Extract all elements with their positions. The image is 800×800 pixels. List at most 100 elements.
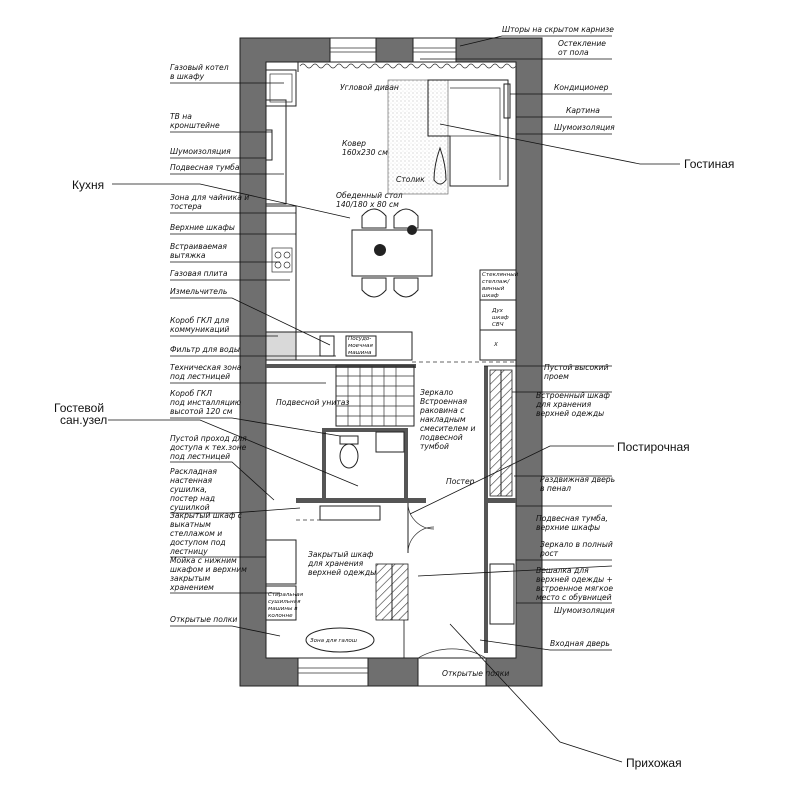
room-title-kitchen: Кухня: [72, 178, 104, 192]
left-label-dryer-3: сушилка,: [170, 485, 207, 494]
right-label-sliding-2: в пенал: [540, 484, 571, 493]
right-label-entry-door: Входная дверь: [550, 639, 610, 648]
dishwasher-label-1: Посудо-: [348, 336, 371, 342]
right-label-glazing-1: Остекление: [558, 39, 606, 48]
living-room-furniture: [265, 69, 511, 298]
right-label-hanger-4: место с обувницей: [536, 593, 612, 602]
right-annotations: Шторы на скрытом карнизе Остекление от п…: [417, 25, 615, 651]
left-label-upper-cabinets: Верхние шкафы: [170, 223, 235, 232]
poster-label: Постер: [446, 477, 475, 486]
right-label-built-in-1: Встроенный шкаф: [536, 391, 610, 400]
room-title-laundry: Постирочная: [617, 440, 690, 454]
tall-cabinet-label-1: Дух: [491, 308, 504, 314]
washer-label-3: машины в: [268, 606, 298, 612]
partitions: [265, 364, 516, 658]
left-label-tech-zone-2: под лестницей: [170, 372, 230, 381]
left-label-install-box-3: высотой 120 см: [170, 407, 233, 416]
closed-wardrobe-label-1: Закрытый шкаф: [308, 550, 374, 559]
dishwasher-label-3: машина: [348, 350, 372, 356]
corner-sofa-label: Угловой диван: [340, 83, 399, 92]
right-label-curtains: Шторы на скрытом карнизе: [502, 25, 614, 34]
left-label-closed-cab-4: доступом под: [169, 538, 226, 547]
right-label-built-in-3: верхней одежды: [536, 409, 604, 418]
room-title-hall: Прихожая: [626, 756, 682, 770]
left-label-closed-cab-3: стеллажом и: [170, 529, 222, 538]
left-label-boiler-1: Газовый котел: [170, 63, 229, 72]
right-label-high-opening-2: проем: [544, 372, 569, 381]
right-label-built-in-2: для хранения: [535, 400, 592, 409]
room-titles: Гостиная Кухня Гостевой сан.узел Постиро…: [54, 123, 734, 770]
dishwasher-label-2: моечная: [348, 343, 373, 349]
tall-cabinet-label-2: шкаф: [492, 315, 509, 321]
left-label-gkl-box-2: коммуникаций: [170, 325, 229, 334]
left-label-passage-1: Пустой проход для: [170, 434, 247, 443]
right-label-noise-bottom: Шумоизоляция: [554, 606, 615, 615]
left-label-closed-cab-5: лестницу: [169, 547, 208, 556]
left-label-closed-cab-1: Закрытый шкаф с: [170, 511, 243, 520]
coffee-table-label: Столик: [396, 175, 425, 184]
left-label-closed-cab-2: выкатным: [170, 520, 211, 529]
left-label-hanging-unit: Подвесная тумба: [170, 163, 240, 172]
right-label-hanging-unit-1: Подвесная тумба,: [536, 514, 608, 523]
right-label-glazing-2: от пола: [558, 48, 589, 57]
right-label-noise-top: Шумоизоляция: [554, 123, 615, 132]
left-label-gkl-box-1: Короб ГКЛ для: [170, 316, 229, 325]
right-label-mirror-2: рост: [539, 549, 559, 558]
room-title-guest-wc-1: Гостевой: [54, 401, 104, 415]
left-label-kettle-1: Зона для чайника и: [170, 193, 249, 202]
plan-labels: Угловой диван Ковер 160х230 см Столик Об…: [268, 83, 519, 678]
kitchen-furniture: [265, 205, 517, 363]
right-label-hanging-unit-2: верхние шкафы: [536, 523, 600, 532]
glass-cabinet-label-3: винный: [482, 286, 505, 292]
mirror-label-5: смесителем и: [420, 424, 475, 433]
right-label-high-opening-1: Пустой высокий: [544, 363, 609, 372]
left-label-sink-2: шкафом и верхним: [170, 565, 247, 574]
mirror-label-3: раковина с: [419, 406, 465, 415]
left-label-tv-2: кронштейне: [170, 121, 220, 130]
carpet-label-2: 160х230 см: [342, 148, 388, 157]
left-label-sink-1: Мойка с нижним: [170, 556, 237, 565]
right-label-mirror-1: Зеркало в полный: [540, 540, 613, 549]
tall-cabinet-label-3: СВЧ: [492, 322, 504, 328]
glass-cabinet-label-4: шкаф: [482, 293, 499, 299]
mirror-label-4: накладным: [420, 415, 466, 424]
left-label-tv-1: ТВ на: [170, 112, 192, 121]
left-annotations: Газовый котел в шкафу ТВ на кронштейне Ш…: [169, 63, 341, 637]
closed-wardrobe-label-2: для хранения: [307, 559, 364, 568]
left-label-hood-2: вытяжка: [170, 251, 206, 260]
closed-wardrobe-label-3: верхней одежды: [308, 568, 376, 577]
mirror-label-7: тумбой: [420, 442, 449, 451]
right-label-painting: Картина: [566, 106, 600, 115]
carpet-label-1: Ковер: [342, 139, 366, 148]
left-label-sink-4: хранением: [169, 583, 214, 592]
stairs: [335, 365, 415, 427]
left-label-dryer-5: сушилкой: [170, 503, 210, 512]
hanging-toilet-label: Подвесной унитаз: [276, 398, 349, 407]
left-label-passage-3: под лестницей: [170, 452, 230, 461]
left-label-dryer-1: Раскладная: [170, 467, 217, 476]
left-label-dryer-2: настенная: [170, 476, 212, 485]
dining-table-label-1: Обеденный стол: [336, 191, 403, 200]
right-label-hanger-3: встроенное мягкое: [536, 584, 613, 593]
curtain: [299, 63, 517, 69]
right-label-sliding-1: Раздвижная дверь: [540, 475, 615, 484]
left-label-grinder: Измельчитель: [170, 287, 227, 296]
left-label-dryer-4: постер над: [170, 494, 215, 503]
room-title-guest-wc-2: сан.узел: [60, 413, 107, 427]
glass-cabinet-label-2: стеллаж/: [482, 279, 510, 285]
washer-label-4: колонне: [268, 613, 293, 619]
washer-label-2: сушильная: [268, 599, 301, 605]
left-label-water-filter: Фильтр для воды: [170, 345, 240, 354]
right-label-hanger-1: Вешалка для: [536, 566, 589, 575]
mirror-label-6: подвесной: [420, 433, 463, 442]
left-label-passage-2: доступа к тех.зоне: [169, 443, 247, 452]
left-label-kettle-2: тостера: [170, 202, 202, 211]
right-label-hanger-2: верхней одежды +: [536, 575, 613, 584]
right-label-ac: Кондиционер: [554, 83, 609, 92]
washer-label-1: Стиральная: [268, 592, 304, 598]
left-label-stove: Газовая плита: [170, 269, 228, 278]
left-label-install-box-2: под инсталляцию: [170, 398, 242, 407]
room-title-living: Гостиная: [684, 157, 734, 171]
x-mark: X: [493, 342, 498, 348]
